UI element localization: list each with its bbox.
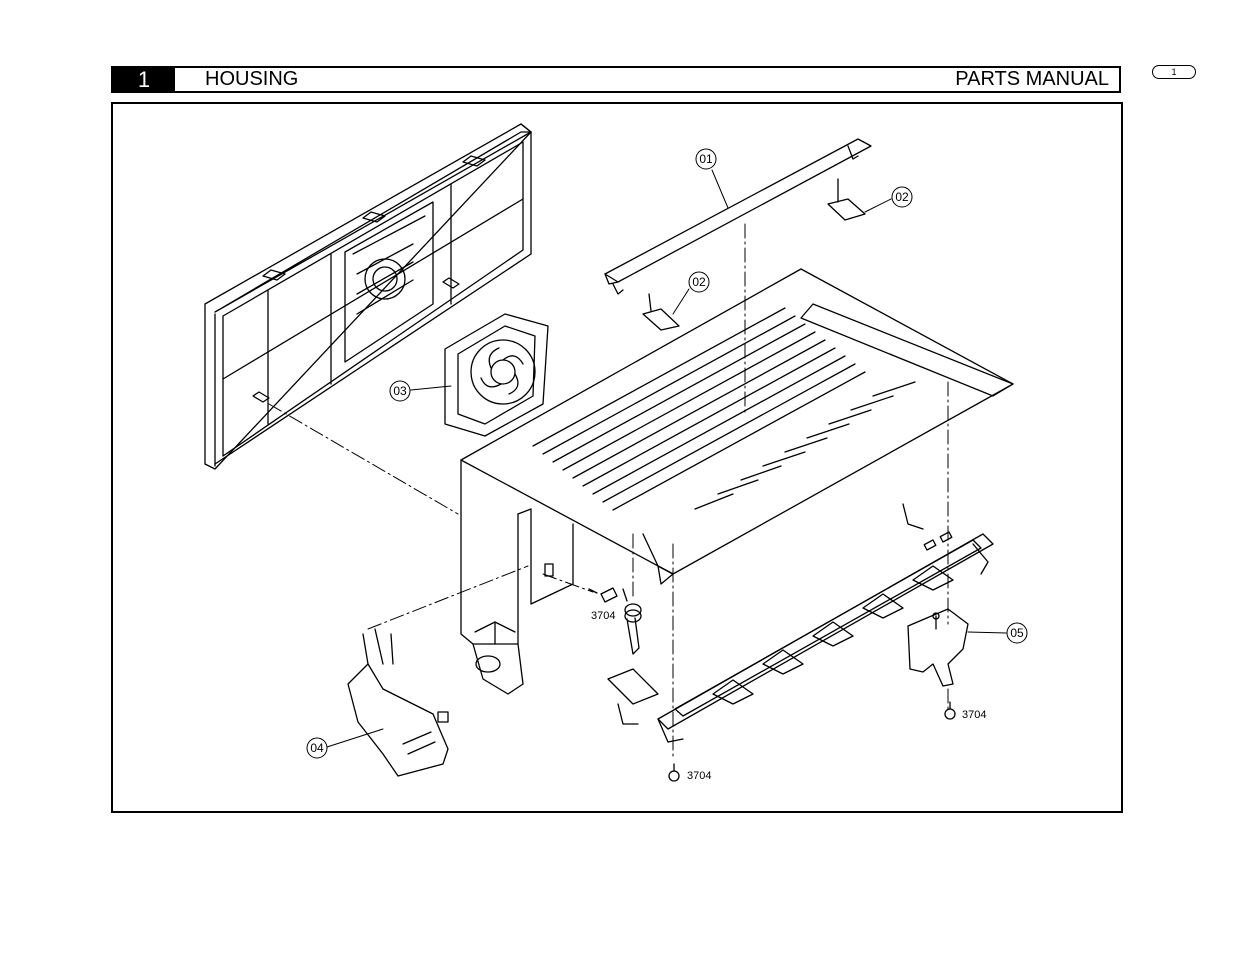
header-bar: 1 HOUSING PARTS MANUAL: [111, 66, 1121, 93]
right-bracket-illustration: [908, 609, 968, 686]
main-housing-illustration: [461, 269, 1013, 694]
chapter-number: 1: [138, 67, 150, 93]
chapter-number-badge: 1: [113, 68, 175, 91]
top-rail-illustration: [605, 139, 871, 294]
exploded-diagram-frame: 01 02 02 03 04 05 3704 3704 3704: [111, 102, 1123, 813]
page-number: 1: [1171, 67, 1176, 77]
screw-label-center: 3704: [591, 610, 615, 622]
callout-01: 01: [696, 149, 716, 169]
spring-illustration: [623, 589, 641, 654]
section-title: HOUSING: [205, 68, 298, 91]
clip-illustrations: [643, 179, 865, 330]
callout-03-label: 03: [393, 384, 407, 398]
callout-02-left-label: 02: [692, 275, 706, 289]
page-number-tab: 1: [1152, 65, 1196, 79]
callout-01-label: 01: [699, 152, 713, 166]
exploded-diagram: 01 02 02 03 04 05 3704 3704 3704: [113, 104, 1121, 811]
cooling-fan-illustration: [445, 314, 548, 436]
screw-illustrations: [589, 588, 955, 781]
screw-label-right: 3704: [962, 709, 986, 721]
screw-label-bottom: 3704: [687, 770, 711, 782]
side-bracket-illustration: [348, 629, 448, 776]
bottom-frame-illustration: [608, 504, 993, 742]
callout-04: 04: [307, 738, 327, 758]
callout-05: 05: [1007, 623, 1027, 643]
callout-02-right: 02: [892, 187, 912, 207]
callout-03: 03: [390, 381, 410, 401]
manual-title: PARTS MANUAL: [955, 68, 1109, 91]
callout-02-right-label: 02: [895, 190, 909, 204]
callout-04-label: 04: [310, 741, 324, 755]
rear-panel-illustration: [205, 124, 531, 469]
callout-02-left: 02: [689, 272, 709, 292]
callout-05-label: 05: [1010, 626, 1024, 640]
